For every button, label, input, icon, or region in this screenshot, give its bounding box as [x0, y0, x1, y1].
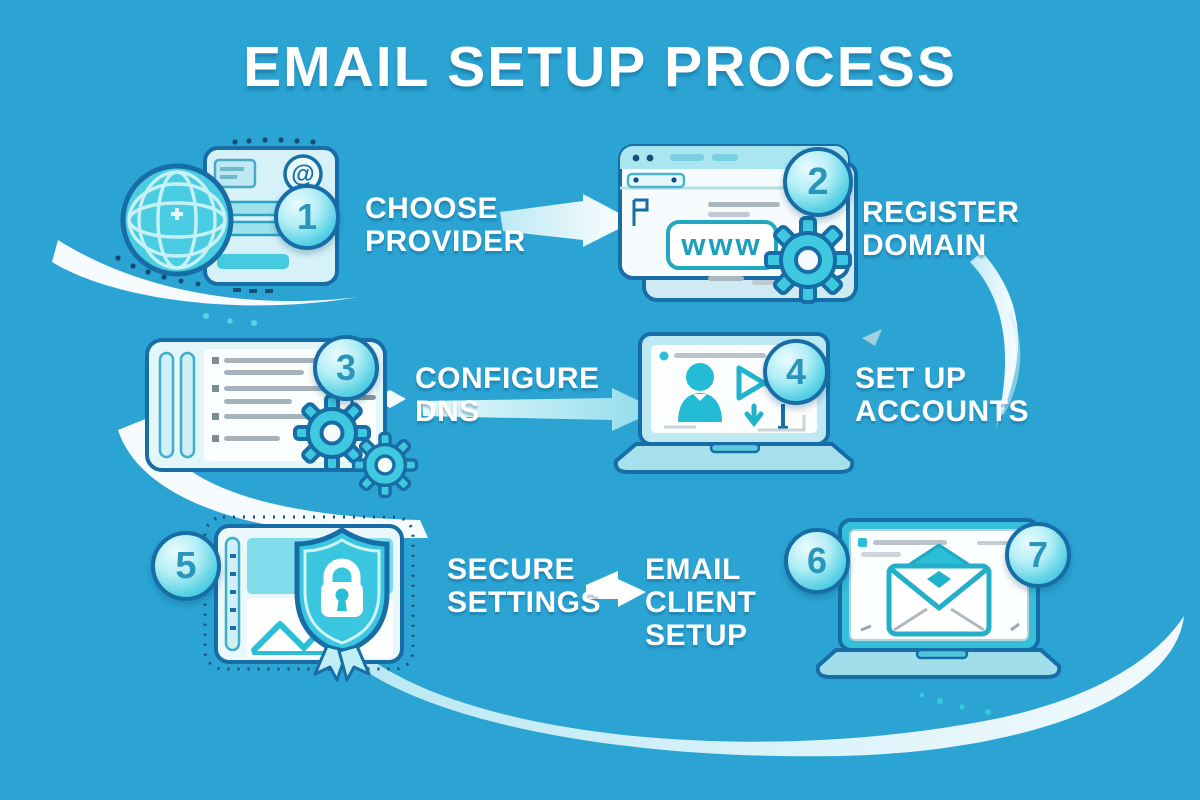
step5-illustration [203, 515, 415, 682]
swoosh-bottom-loop [350, 616, 1184, 757]
www-address-box: www [666, 220, 778, 270]
dotted-frame [203, 515, 415, 671]
svg-text:@: @ [291, 161, 314, 188]
arrow-secure-to-client [586, 571, 646, 607]
laptop-base [613, 442, 855, 474]
label-configure-dns: CONFIGURE DNS [415, 362, 600, 428]
user-icon [678, 363, 722, 422]
laptop-icon [838, 518, 1040, 652]
label-line: ACCOUNTS [855, 395, 1029, 428]
badge-step-2: 2 [783, 147, 853, 217]
flag-icon [632, 198, 649, 226]
swoosh-register-to-accounts [970, 252, 1021, 428]
at-sign-icon: @ [283, 154, 323, 194]
label-line: SETTINGS [447, 586, 602, 619]
label-line: CHOOSE [365, 192, 499, 225]
label-email-client-setup: EMAIL CLIENT SETUP [645, 553, 756, 652]
badge-step-7: 7 [1005, 522, 1071, 588]
label-secure-settings: SECURE SETTINGS [447, 553, 601, 619]
lock-icon [321, 558, 363, 617]
label-line: SETUP [645, 619, 748, 652]
badge-step-3: 3 [313, 335, 379, 401]
badge-step-4: 4 [763, 339, 829, 405]
label-choose-provider: CHOOSE PROVIDER [365, 192, 526, 258]
envelope-icon [886, 543, 992, 637]
label-line: CLIENT [645, 586, 757, 619]
gear-icon [764, 216, 852, 304]
globe-icon [120, 163, 234, 277]
arrow-choose-to-register [500, 194, 634, 247]
shield-lock-icon [294, 526, 390, 682]
label-line: DNS [415, 395, 480, 428]
download-arrow-icon [744, 403, 764, 428]
label-register-domain: REGISTER DOMAIN [862, 196, 1019, 262]
label-line: PROVIDER [365, 225, 526, 258]
badge-step-5: 5 [151, 531, 221, 601]
chevron-accent-1 [862, 329, 882, 346]
step1-illustration: @ [120, 137, 339, 293]
label-line: DOMAIN [862, 229, 987, 262]
label-line: SECURE [447, 553, 576, 586]
badge-step-1: 1 [274, 184, 340, 250]
page-title: EMAIL SETUP PROCESS [243, 35, 957, 99]
step6-illustration [815, 518, 1062, 679]
provider-card-icon: @ [203, 137, 339, 293]
badge-step-6: 6 [784, 528, 850, 594]
label-set-up-accounts: SET UP ACCOUNTS [855, 362, 1029, 428]
list-marker-icon [778, 404, 788, 430]
step3-illustration [145, 338, 419, 499]
svg-text:www: www [680, 227, 762, 262]
ribbon-tails [313, 644, 371, 682]
label-line: SET UP [855, 362, 967, 395]
label-line: REGISTER [862, 196, 1020, 229]
label-line: EMAIL [645, 553, 741, 586]
gear-icon [351, 431, 419, 499]
label-line: CONFIGURE [415, 362, 600, 395]
laptop-base [815, 648, 1062, 679]
swoosh-step1 [52, 240, 358, 326]
